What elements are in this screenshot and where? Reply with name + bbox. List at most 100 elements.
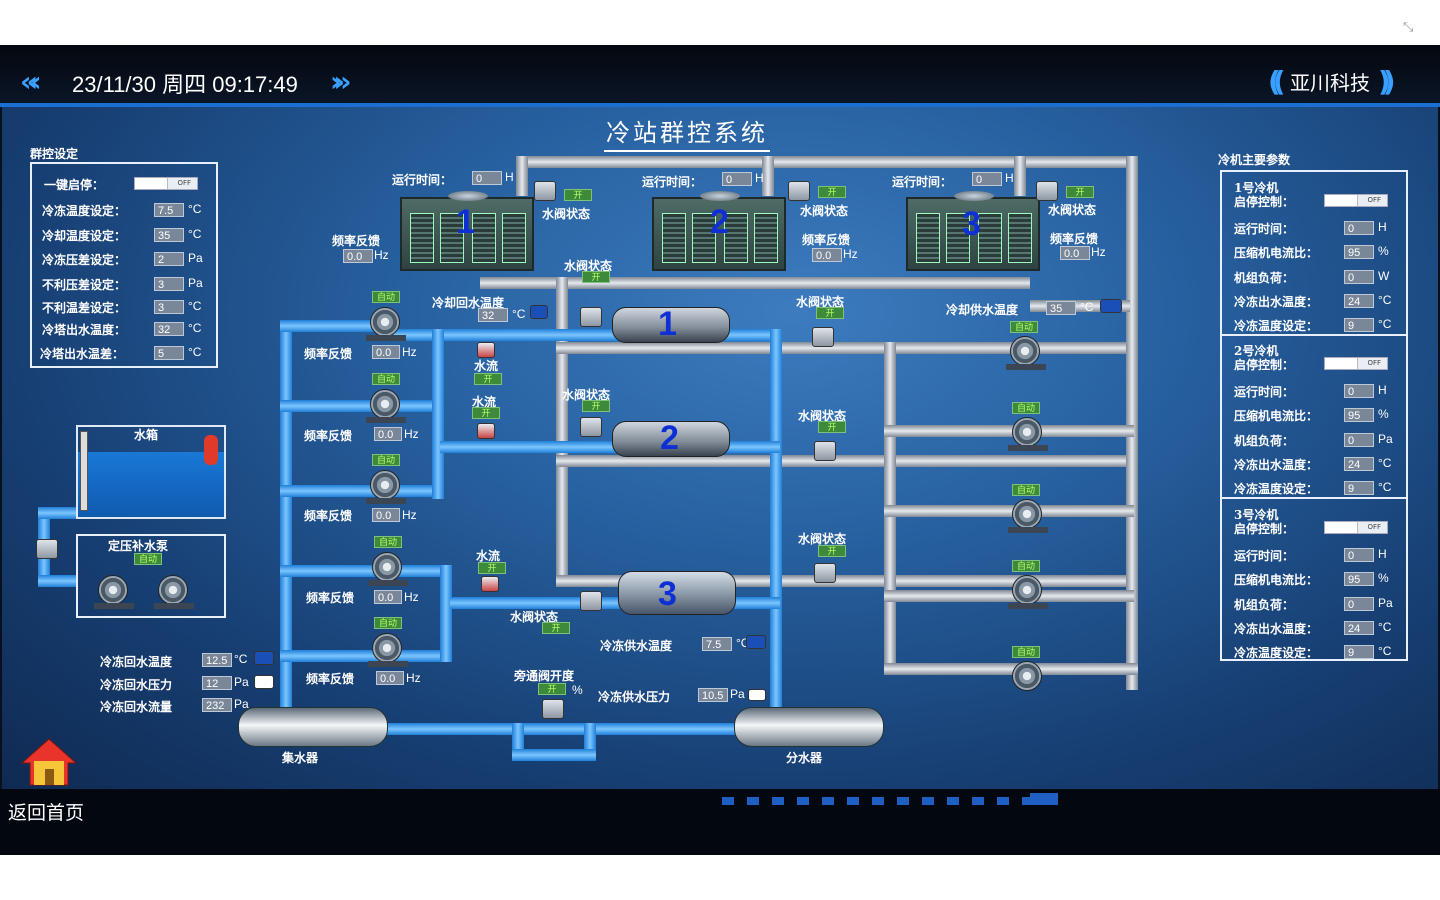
chiller-param-unit: Pa [1378, 596, 1393, 610]
gs-value[interactable]: 3 [154, 300, 184, 314]
top-divider [0, 103, 1440, 107]
gs-value[interactable]: 7.5 [154, 203, 184, 217]
chw-supply-press-unit: Pa [730, 687, 745, 701]
divider [1222, 334, 1406, 336]
chiller-param-value: 95 [1344, 572, 1374, 586]
chiller-param-value: 0 [1344, 433, 1374, 447]
tower3-valve-label: 水阀状态 [1048, 203, 1097, 217]
chiller-start-toggle[interactable]: OFF [1324, 194, 1388, 207]
flow-switch-icon [481, 576, 499, 592]
back-home-link[interactable]: 返回首页 [8, 802, 85, 824]
tower3-runtime-label: 运行时间： [892, 175, 953, 189]
home-icon[interactable] [20, 737, 78, 787]
chiller1-valve-icon[interactable] [580, 307, 602, 327]
cooling-pump-3[interactable] [1004, 497, 1050, 533]
chiller-param-unit: H [1378, 220, 1387, 234]
chiller-param-label: 运行时间： [1234, 222, 1295, 236]
gs-value[interactable]: 35 [154, 228, 184, 242]
lpump2-status: 自动 [372, 373, 400, 385]
chiller-3[interactable] [618, 571, 736, 615]
flow-switch-icon [477, 423, 495, 439]
chiller-start-toggle[interactable]: OFF [1324, 521, 1388, 534]
bypass-valve-icon[interactable] [542, 699, 564, 719]
chiller-param-label: 冷冻温度设定： [1234, 482, 1319, 496]
cooling-pump-4[interactable] [1004, 573, 1050, 609]
datetime-display: 23/11/30 周四 09:17:49 [72, 72, 298, 97]
chiller2-valve-icon[interactable] [580, 417, 602, 437]
lpump2-freq: 0.0 [374, 427, 402, 441]
grille [754, 213, 778, 263]
gs-value[interactable]: 3 [154, 277, 184, 291]
chiller-start-toggle[interactable]: OFF [1324, 357, 1388, 370]
cooling-pipe [480, 277, 1030, 289]
chiller1-cw-valve-icon[interactable] [812, 327, 834, 347]
chiller2-valve-label: 水阀状态 [562, 388, 611, 402]
chiller2-valve-status: 开 [582, 400, 610, 412]
cooling-pipe [520, 156, 1135, 168]
grille [1008, 213, 1032, 263]
flow2-status: 开 [472, 407, 500, 419]
cooling-pump-5[interactable] [1004, 659, 1050, 691]
chiller1-valve-label: 水阀状态 [796, 295, 845, 309]
chiller-param-value: 24 [1344, 457, 1374, 471]
cooling-pipe [556, 277, 568, 587]
chiller-1[interactable] [612, 307, 730, 343]
lpump3-unit: Hz [402, 508, 417, 522]
gs-label: 不利压差设定： [42, 278, 127, 292]
cooling-tower-2[interactable] [652, 191, 786, 271]
chiller-param-label: 冷冻出水温度： [1234, 458, 1319, 472]
cooling-pump-1[interactable] [1002, 334, 1048, 370]
makeup-valve-icon[interactable] [36, 539, 58, 559]
chw-return-temp-label: 冷冻回水温度 [100, 655, 173, 669]
tower3-valve-icon[interactable] [1036, 181, 1058, 201]
tower2-runtime-label: 运行时间： [642, 175, 703, 189]
chiller-2[interactable] [612, 421, 730, 457]
collapse-icon[interactable]: ⤡ [1403, 20, 1414, 35]
cooling-pump-2[interactable] [1004, 415, 1050, 451]
one-key-toggle[interactable]: OFF [134, 177, 198, 190]
cooling-tower-3[interactable] [906, 191, 1040, 271]
gs-value[interactable]: 5 [154, 346, 184, 360]
makeup-pump-1[interactable] [90, 573, 136, 609]
tower2-valve-icon[interactable] [788, 181, 810, 201]
chiller2-cw-valve-icon[interactable] [814, 441, 836, 461]
chw-return-flow-unit: Pa [234, 697, 249, 711]
gs-label: 冷塔出水温度： [42, 323, 127, 337]
cooling-pipe [884, 590, 1134, 602]
chiller3-cw-valve-icon[interactable] [814, 563, 836, 583]
tower1-valve-icon[interactable] [534, 181, 556, 201]
chiller-param-value: 0 [1344, 384, 1374, 398]
gs-unit: °C [188, 321, 202, 335]
makeup-pump-2[interactable] [150, 573, 196, 609]
temp-sensor-icon [254, 651, 274, 665]
chiller-param-label: 机组负荷： [1234, 271, 1295, 285]
tower2-runtime: 0 [722, 172, 752, 186]
chilled-pump-5[interactable] [364, 631, 410, 667]
gs-value[interactable]: 32 [154, 322, 184, 336]
rpump3-status: 自动 [1012, 484, 1040, 496]
chilled-pump-3[interactable] [362, 468, 408, 504]
chw-return-press: 12 [202, 676, 232, 690]
lpump2-unit: Hz [404, 427, 419, 441]
gs-unit: Pa [188, 251, 203, 265]
lpump1-freq-label: 频率反馈 [304, 347, 353, 361]
tower1-freq: 0.0 [343, 249, 373, 263]
chilled-pump-2[interactable] [362, 387, 408, 423]
chevron-right-icon: ›» [330, 65, 351, 98]
bracket-right-icon: )) [1378, 65, 1395, 98]
lpump5-freq-label: 频率反馈 [306, 672, 355, 686]
chiller-param-label: 冷冻温度设定： [1234, 319, 1319, 333]
grille [440, 213, 464, 263]
cooling-supply-label: 冷却供水温度 [946, 303, 1019, 317]
fan-icon [700, 191, 740, 201]
chilled-pump-1[interactable] [362, 305, 408, 341]
chiller3-valve-icon[interactable] [580, 591, 602, 611]
chiller3-cw-valve-label: 水阀状态 [798, 532, 847, 546]
gs-value[interactable]: 2 [154, 252, 184, 266]
lpump3-status: 自动 [372, 454, 400, 466]
chiller-param-value: 0 [1344, 270, 1374, 284]
chiller-param-value: 95 [1344, 408, 1374, 422]
chilled-pump-4[interactable] [364, 550, 410, 586]
cooling-pipe [1014, 156, 1026, 196]
cooling-tower-1[interactable] [400, 191, 534, 271]
